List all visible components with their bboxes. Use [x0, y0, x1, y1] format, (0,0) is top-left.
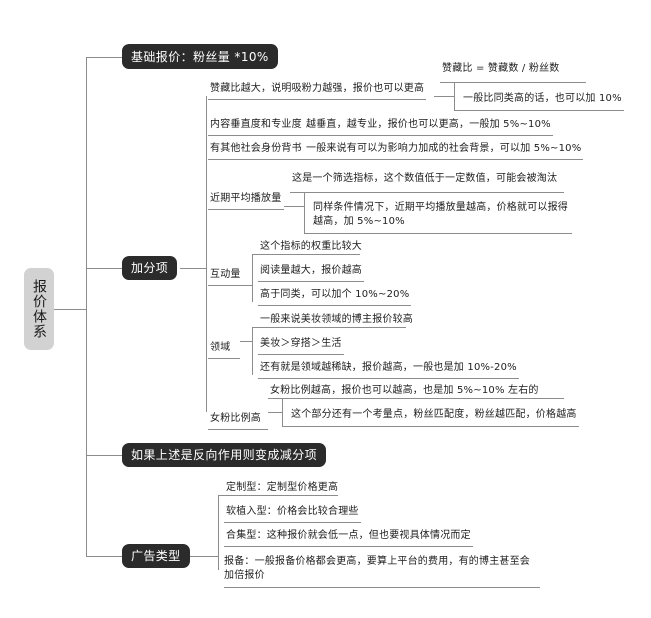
adtype-item-3-text: 合集型：这种报价就会低一点，但也要视具体情况而定	[226, 530, 471, 541]
connector-branch3-stub	[86, 455, 122, 456]
adtype-item-1-text: 定制型：定制型价格更高	[226, 482, 339, 493]
rule-child1-item1	[440, 82, 586, 83]
bonus-child-3-text: 有其他社会身份背书	[210, 143, 302, 154]
bonus-child-5-text: 互动量	[210, 269, 241, 280]
bonus-child-5-item-1[interactable]: 这个指标的权重比较大	[258, 240, 364, 257]
connector-child5-sub-spine	[252, 254, 253, 302]
bonus-child-6-item-3-text: 还有就是领域越稀缺，报价越高，一般也是加 10%-20%	[260, 362, 517, 373]
adtype-item-2-text: 软植入型：价格会比较合理些	[226, 506, 359, 517]
adtype-item-1[interactable]: 定制型：定制型价格更高	[224, 481, 340, 498]
bonus-child-6-item-3[interactable]: 还有就是领域越稀缺，报价越高，一般也是加 10%-20%	[258, 361, 519, 379]
bonus-child-3-label[interactable]: 有其他社会身份背书	[208, 142, 304, 160]
connector-branch1-stub	[86, 57, 122, 58]
bonus-child-3-item-1-text: 一般来说有可以为影响力加成的社会背景，可以加 5%~10%	[306, 143, 582, 154]
root-node-label: 报价体系	[31, 279, 47, 339]
bonus-child-7-text: 女粉比例高	[210, 413, 261, 424]
bonus-child-7-item-1-text: 女粉比例越高，报价也可以越高，也是加 5%~10% 左右的	[270, 385, 539, 396]
connector-child6-sub-spine	[252, 327, 253, 375]
bonus-child-5-item-2-text: 阅读量越大，报价越高	[260, 265, 362, 276]
bonus-child-1-item-2-text: 一般比同类高的话，也可以加 10%	[463, 93, 622, 104]
connector-branch4-stub	[86, 556, 122, 557]
rule-child5-item1	[252, 254, 360, 255]
bonus-child-1-item-1[interactable]: 赞藏比 = 赞藏数 / 粉丝数	[440, 62, 561, 79]
branch-node-ad-type[interactable]: 广告类型	[122, 544, 190, 568]
bonus-child-4-item-1[interactable]: 这是一个筛选指标，这个数值低于一定数值，可能会被淘汰	[290, 172, 559, 189]
connector-main-spine	[86, 57, 87, 556]
branch-node-base-quote-label: 基础报价：粉丝量 *10%	[131, 49, 269, 64]
rule-child4-item1	[290, 192, 564, 193]
root-node[interactable]: 报价体系	[24, 268, 54, 350]
connector-branch2-stub	[86, 268, 122, 269]
rule-adtype-item1	[218, 495, 338, 496]
rule-child6-item1	[252, 327, 406, 328]
bonus-child-4-item-2-text: 同样条件情况下，近期平均播放量越高，价格就可以报得越高，加 5%~10%	[313, 202, 568, 227]
branch-node-bonus-label: 加分项	[131, 261, 169, 275]
bonus-child-1-text: 赞藏比越大，说明吸粉力越强，报价也可以更高	[210, 83, 425, 94]
bonus-child-4-text: 近期平均播放量	[210, 193, 282, 204]
connector-child7-to-sub	[268, 412, 282, 413]
rule-child7-item1	[268, 398, 564, 399]
adtype-item-4-text: 报备：一般报备价格都会更高，要算上平台的费用，有的博主甚至会加倍报价	[224, 556, 530, 581]
adtype-item-3[interactable]: 合集型：这种报价就会低一点，但也要视具体情况而定	[224, 529, 473, 547]
bonus-child-2-item-1[interactable]: 越垂直，越专业，报价也可以更高，一般加 5%~10%	[304, 118, 553, 136]
connector-bonus-spine	[206, 96, 207, 412]
bonus-child-2-text: 内容垂直度和专业度	[210, 119, 302, 130]
connector-bonus-stub	[180, 268, 206, 269]
bonus-child-2-item-1-text: 越垂直，越专业，报价也可以更高，一般加 5%~10%	[306, 119, 551, 130]
bonus-child-4-item-1-text: 这是一个筛选指标，这个数值低于一定数值，可能会被淘汰	[292, 173, 558, 184]
bonus-child-6-item-2[interactable]: 美妆＞穿搭＞生活	[258, 337, 344, 355]
connector-child4-to-sub	[284, 206, 304, 207]
branch-node-penalty-label: 如果上述是反向作用则变成减分项	[131, 448, 318, 462]
bonus-child-5-item-3[interactable]: 高于同类，可以加个 10%~20%	[258, 288, 412, 306]
bonus-child-5-item-1-text: 这个指标的权重比较大	[260, 241, 362, 252]
branch-node-penalty[interactable]: 如果上述是反向作用则变成减分项	[122, 443, 327, 467]
connector-child1-to-sub	[434, 96, 454, 97]
bonus-child-7-item-2-text: 这个部分还有一个考量点，粉丝匹配度，粉丝越匹配，价格越高	[291, 409, 577, 420]
bonus-child-3-item-1[interactable]: 一般来说有可以为影响力加成的社会背景，可以加 5%~10%	[304, 142, 584, 160]
bonus-child-6-item-1-text: 一般来说美妆领域的博主报价较高	[260, 314, 413, 325]
bonus-child-1-label[interactable]: 赞藏比越大，说明吸粉力越强，报价也可以更高	[208, 82, 427, 100]
bonus-child-7-item-1[interactable]: 女粉比例越高，报价也可以越高，也是加 5%~10% 左右的	[268, 384, 541, 401]
bonus-child-4-label[interactable]: 近期平均播放量	[208, 192, 284, 210]
branch-node-ad-type-label: 广告类型	[131, 549, 181, 563]
bonus-child-7-label[interactable]: 女粉比例高	[208, 412, 268, 430]
bonus-child-7-item-2[interactable]: 这个部分还有一个考量点，粉丝匹配度，粉丝越匹配，价格越高	[282, 404, 579, 427]
bonus-child-5-item-2[interactable]: 阅读量越大，报价越高	[258, 264, 364, 282]
connector-root-stub	[54, 309, 86, 310]
bonus-child-6-text: 领域	[210, 342, 231, 353]
bonus-child-1-item-1-text: 赞藏比 = 赞藏数 / 粉丝数	[442, 63, 560, 74]
bonus-child-2-label[interactable]: 内容垂直度和专业度	[208, 118, 304, 136]
adtype-item-2[interactable]: 软植入型：价格会比较合理些	[224, 505, 361, 523]
connector-adtype-stub	[190, 556, 218, 557]
bonus-child-1-item-2[interactable]: 一般比同类高的话，也可以加 10%	[454, 88, 624, 111]
branch-node-bonus[interactable]: 加分项	[122, 256, 178, 280]
bonus-child-5-label[interactable]: 互动量	[208, 268, 252, 286]
bonus-child-6-item-1[interactable]: 一般来说美妆领域的博主报价较高	[258, 313, 415, 330]
branch-node-base-quote[interactable]: 基础报价：粉丝量 *10%	[122, 44, 278, 69]
bonus-child-6-item-2-text: 美妆＞穿搭＞生活	[260, 338, 342, 349]
bonus-child-6-label[interactable]: 领域	[208, 341, 240, 359]
bonus-child-4-item-2[interactable]: 同样条件情况下，近期平均播放量越高，价格就可以报得越高，加 5%~10%	[304, 197, 572, 234]
connector-adtype-spine	[218, 495, 219, 570]
adtype-item-4[interactable]: 报备：一般报备价格都会更高，要算上平台的费用，有的博主甚至会加倍报价	[224, 553, 540, 588]
bonus-child-5-item-3-text: 高于同类，可以加个 10%~20%	[260, 289, 410, 300]
connector-child6-to-sub	[240, 341, 252, 342]
